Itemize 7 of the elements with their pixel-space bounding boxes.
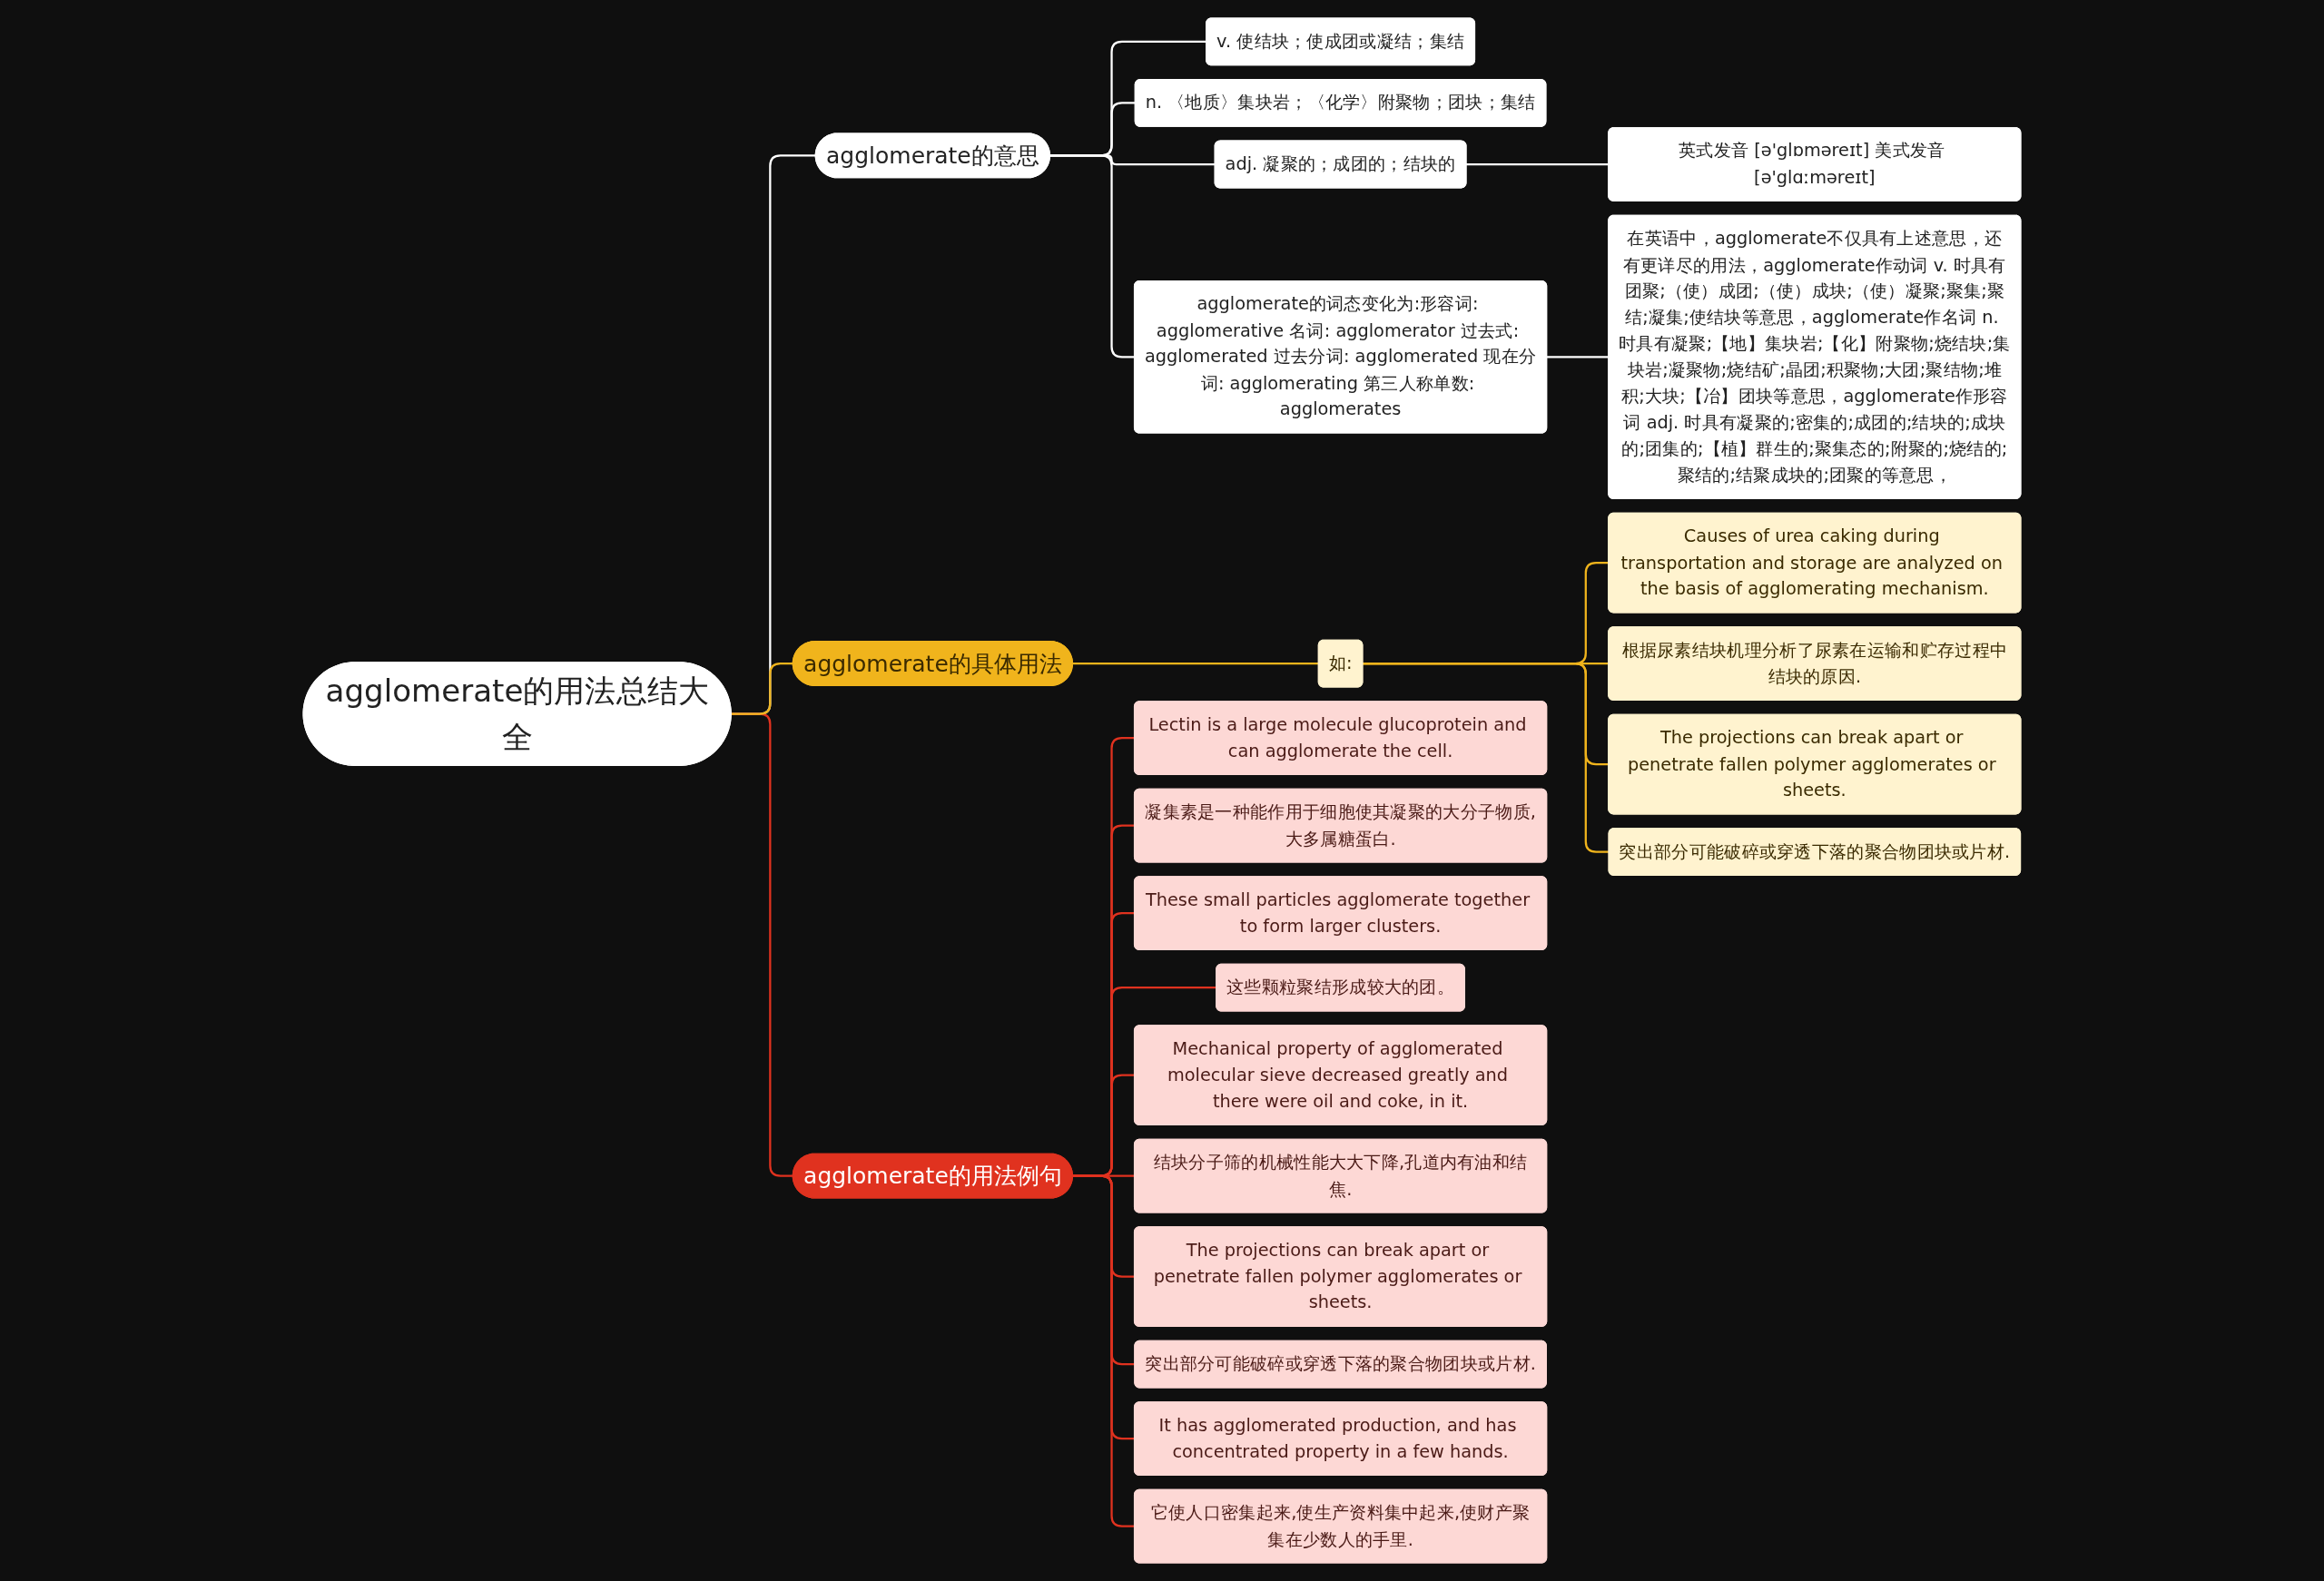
connector xyxy=(1546,356,1609,358)
connector xyxy=(1362,662,1610,853)
connector xyxy=(1072,1174,1135,1527)
connector xyxy=(1072,662,1319,665)
connector xyxy=(1049,154,1135,358)
connector xyxy=(1465,162,1609,166)
connector xyxy=(731,662,793,715)
